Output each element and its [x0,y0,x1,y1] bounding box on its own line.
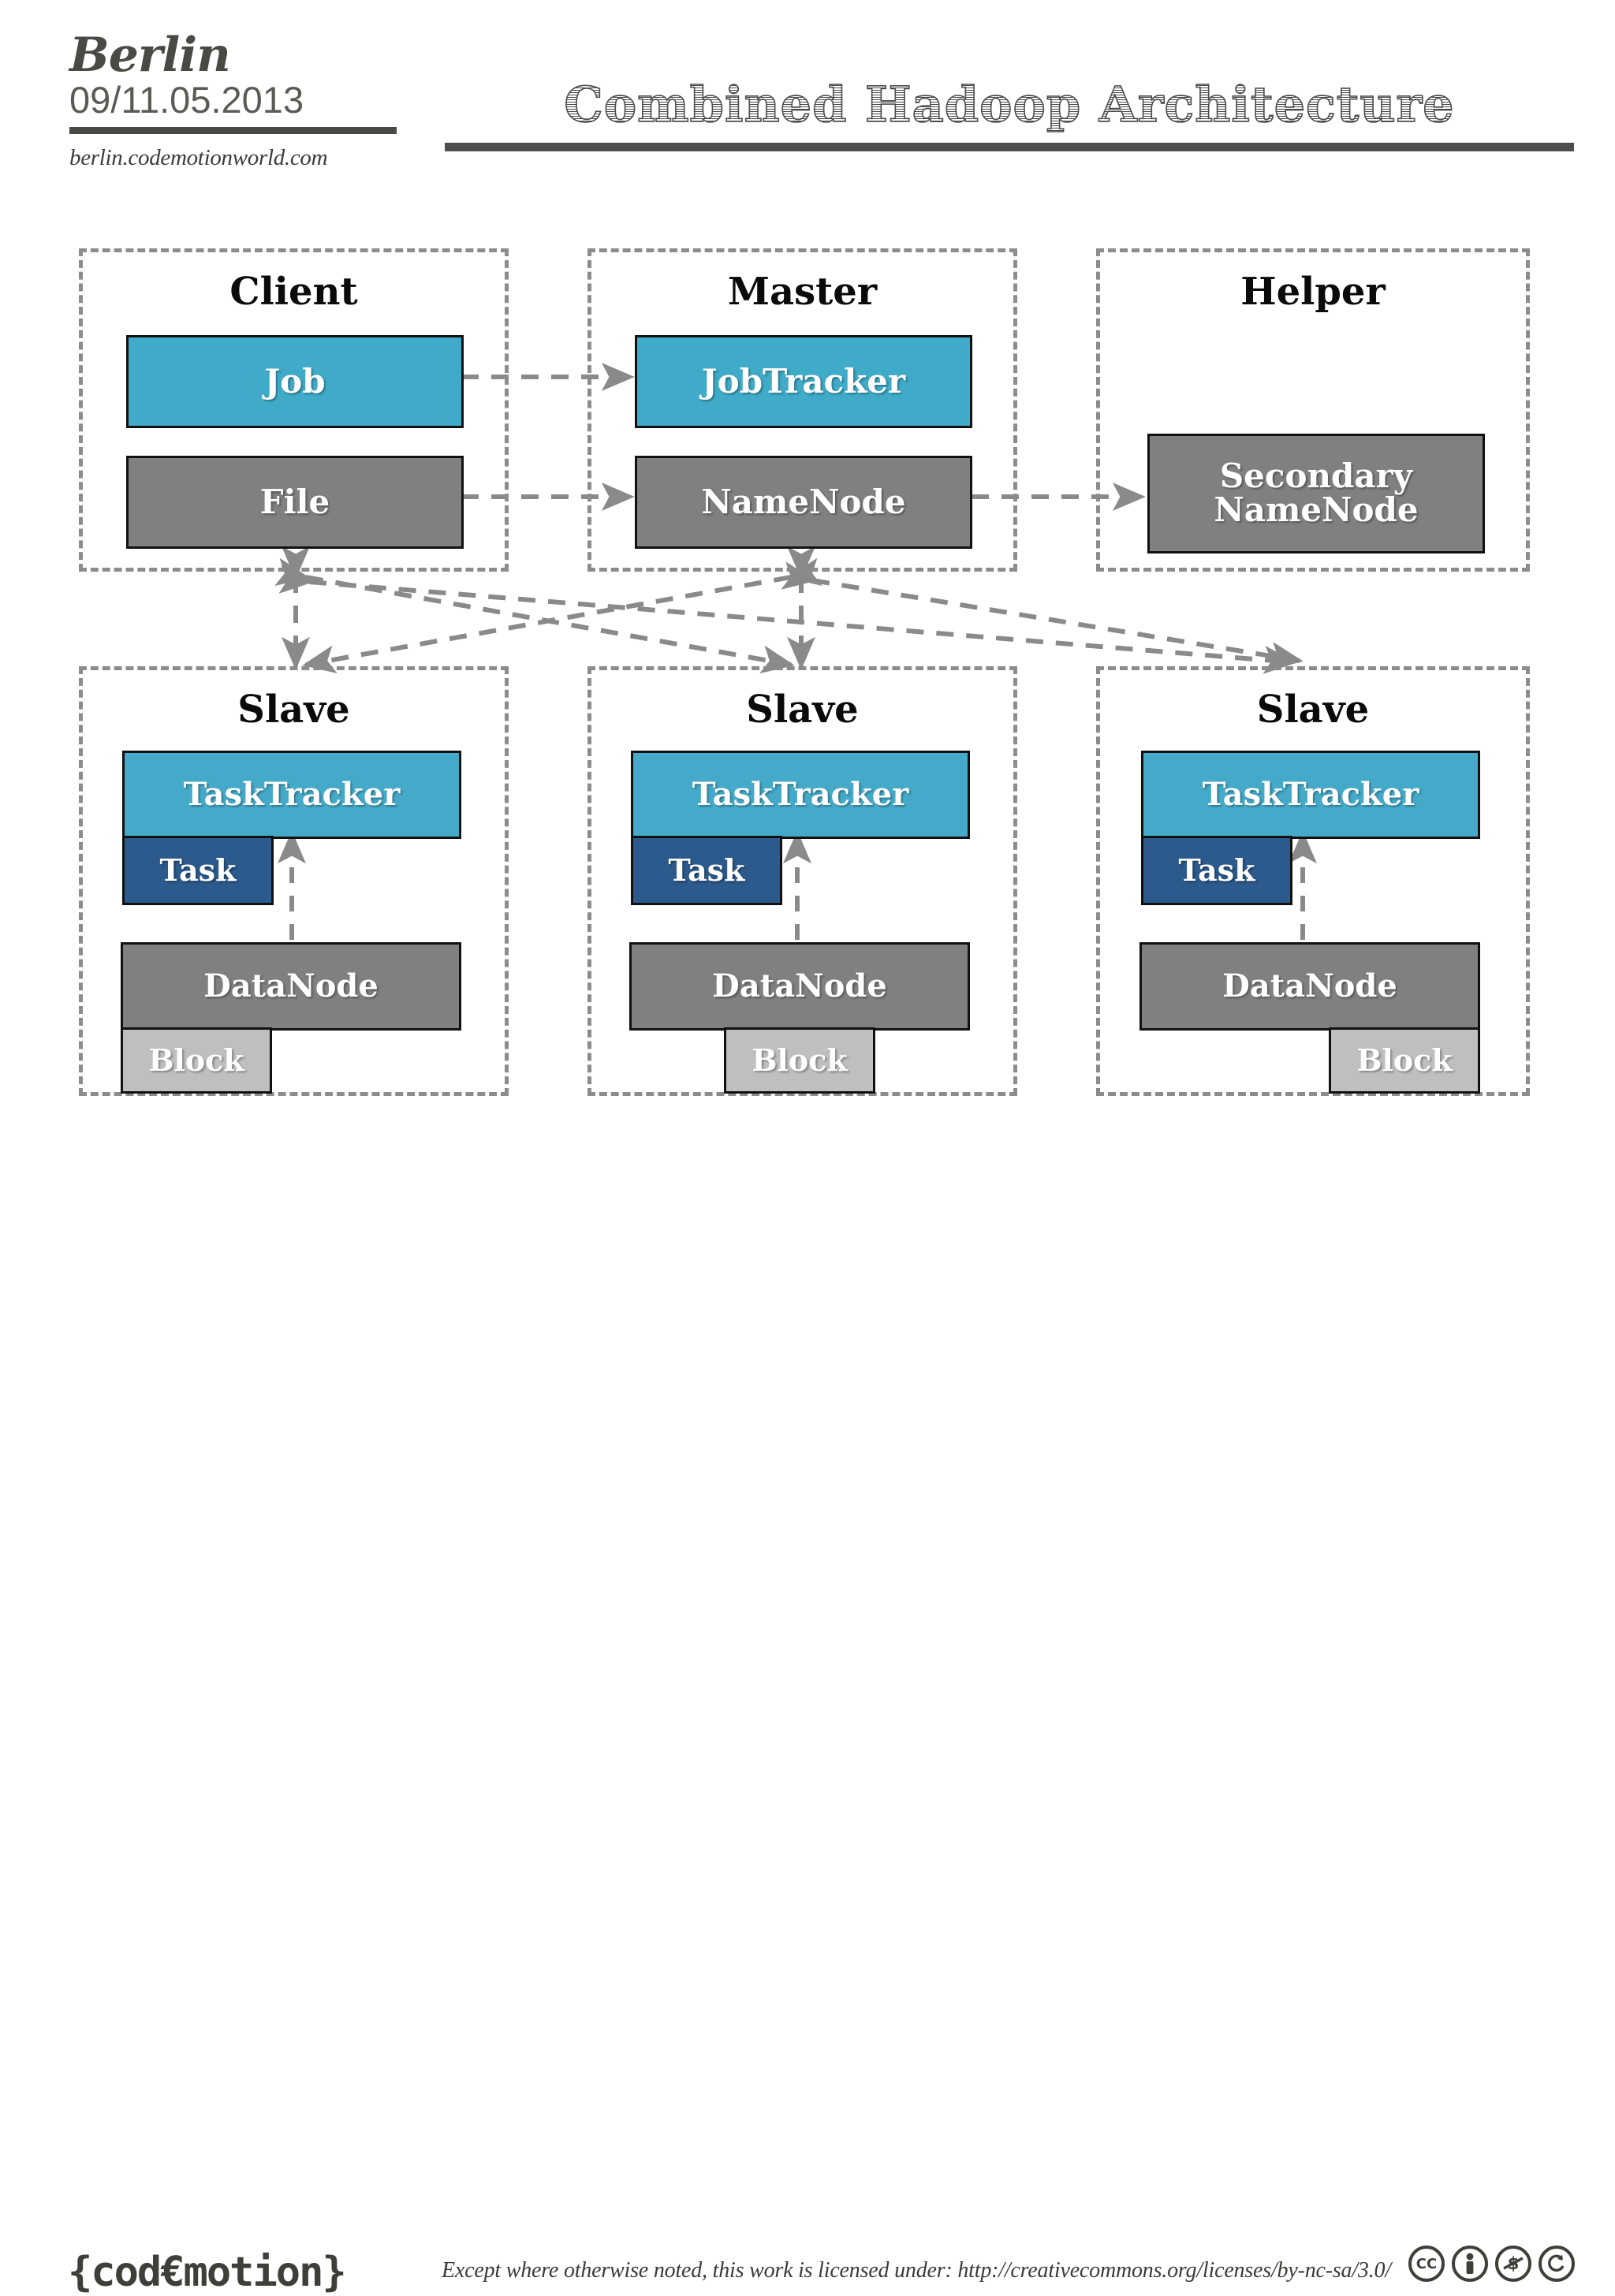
node-datanode-3[interactable]: DataNode [1139,942,1480,1031]
group-slave-2-title: Slave [746,688,859,732]
node-tasktracker-2[interactable]: TaskTracker [631,751,970,839]
node-namenode[interactable]: NameNode [635,456,972,549]
group-helper[interactable]: Helper Secondary NameNode [1096,248,1530,572]
page-header: Berlin 09/11.05.2013 berlin.codemotionwo… [0,0,1615,205]
arrow-client-slave2 [274,557,795,674]
group-helper-title: Helper [1240,270,1386,314]
node-datanode-2[interactable]: DataNode [629,942,970,1031]
arrow-master-slave1 [302,557,822,674]
group-slave-2[interactable]: Slave TaskTracker Task DataNode Block [587,666,1017,1096]
event-url: berlin.codemotionworld.com [69,145,328,171]
cc-license-badges: CC $ [1408,2246,1575,2282]
group-master[interactable]: Master JobTracker NameNode [587,248,1017,572]
group-slave-3-title: Slave [1256,688,1370,732]
architecture-diagram: Client Job File Master JobTracker NameNo… [79,248,1530,1096]
node-job[interactable]: Job [126,335,464,428]
group-client[interactable]: Client Job File [79,248,509,572]
arrow-client-slave3 [278,565,1297,674]
title-divider [445,143,1574,151]
node-datanode-1[interactable]: DataNode [121,942,461,1031]
cc-sa-icon [1539,2246,1575,2282]
node-tasktracker-3[interactable]: TaskTracker [1141,751,1480,839]
group-client-title: Client [229,270,358,314]
cc-by-icon [1452,2246,1488,2282]
group-slave-1-title: Slave [237,688,350,732]
event-city: Berlin [69,28,231,83]
node-block-1[interactable]: Block [121,1027,272,1094]
arrow-master-slave3 [781,561,1304,670]
page-footer: {cod€motion} Except where otherwise note… [0,1120,1615,2296]
node-task-1[interactable]: Task [122,836,274,905]
page-title: Combined Hadoop Architecture [442,75,1577,134]
brand-divider [69,127,397,135]
slide-title-block: Combined Hadoop Architecture [442,75,1577,151]
group-slave-1[interactable]: Slave TaskTracker Task DataNode Block [79,666,509,1096]
group-master-title: Master [727,270,878,314]
license-text: Except where otherwise noted, this work … [442,2258,1391,2283]
node-secondary-namenode[interactable]: Secondary NameNode [1147,434,1485,554]
node-jobtracker[interactable]: JobTracker [635,335,972,428]
cc-nc-icon: $ [1495,2246,1531,2282]
no-dollar-glyph: $ [1503,2254,1524,2273]
event-brand: Berlin 09/11.05.2013 berlin.codemotionwo… [69,32,401,171]
cc-icon: CC [1408,2246,1445,2282]
node-task-2[interactable]: Task [631,836,782,905]
group-slave-3[interactable]: Slave TaskTracker Task DataNode Block [1096,666,1530,1096]
event-date: 09/11.05.2013 [69,79,304,121]
codemotion-logo: {cod€motion} [68,2249,347,2296]
share-alike-glyph [1548,2254,1565,2272]
node-file[interactable]: File [126,456,464,549]
node-block-3[interactable]: Block [1329,1027,1480,1094]
node-task-3[interactable]: Task [1141,836,1292,905]
node-tasktracker-1[interactable]: TaskTracker [122,751,461,839]
person-glyph [1466,2253,1474,2274]
node-block-2[interactable]: Block [724,1027,875,1094]
